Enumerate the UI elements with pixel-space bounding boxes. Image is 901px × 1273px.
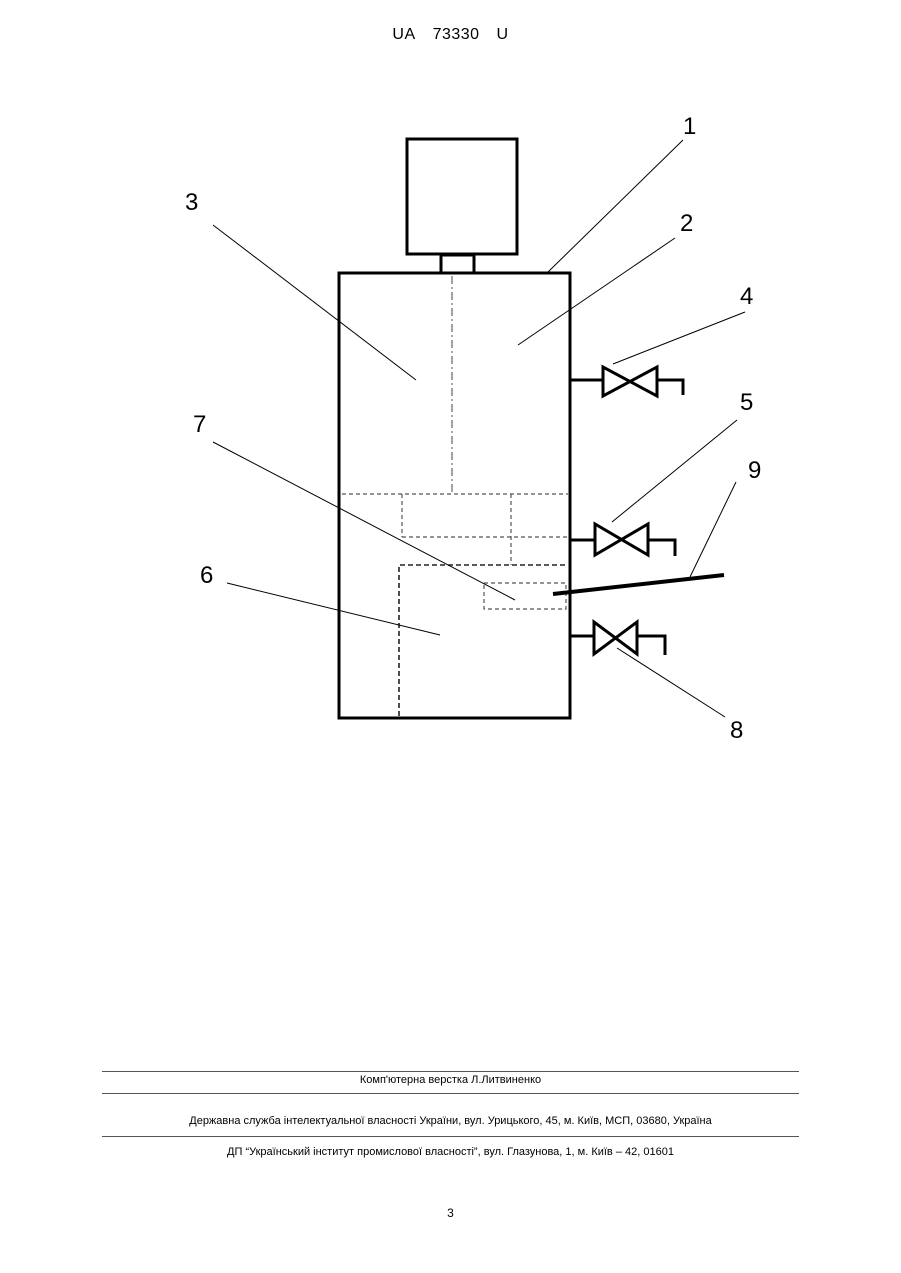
leader-lines: [213, 140, 745, 717]
page-number: 3: [0, 1206, 901, 1220]
valve-5: [570, 524, 675, 556]
valve-4: [570, 367, 683, 396]
callout-5: 5: [740, 389, 753, 416]
valve-8: [570, 622, 665, 655]
callout-2: 2: [680, 210, 693, 237]
callout-3: 3: [185, 189, 198, 216]
agency-address: Державна служба інтелектуальної власност…: [0, 1115, 901, 1127]
callout-8: 8: [730, 717, 743, 744]
callout-4: 4: [740, 283, 753, 310]
coupling: [441, 255, 474, 273]
footer-rule-middle: [102, 1093, 799, 1094]
rod-9: [553, 575, 724, 594]
institute-address: ДП “Український інститут промислової вла…: [0, 1146, 901, 1158]
callout-9: 9: [748, 457, 761, 484]
callout-7: 7: [193, 411, 206, 438]
callout-1: 1: [683, 113, 696, 140]
motor-box: [407, 139, 517, 254]
footer-rule-bottom: [102, 1136, 799, 1137]
layout-credit: Комп'ютерна верстка Л.Литвиненко: [0, 1074, 901, 1086]
footer-rule-top: [102, 1071, 799, 1072]
inner-dashed-structure: [342, 494, 568, 565]
element-7-box: [484, 583, 566, 609]
callout-6: 6: [200, 562, 213, 589]
vessel-body: [339, 273, 570, 718]
